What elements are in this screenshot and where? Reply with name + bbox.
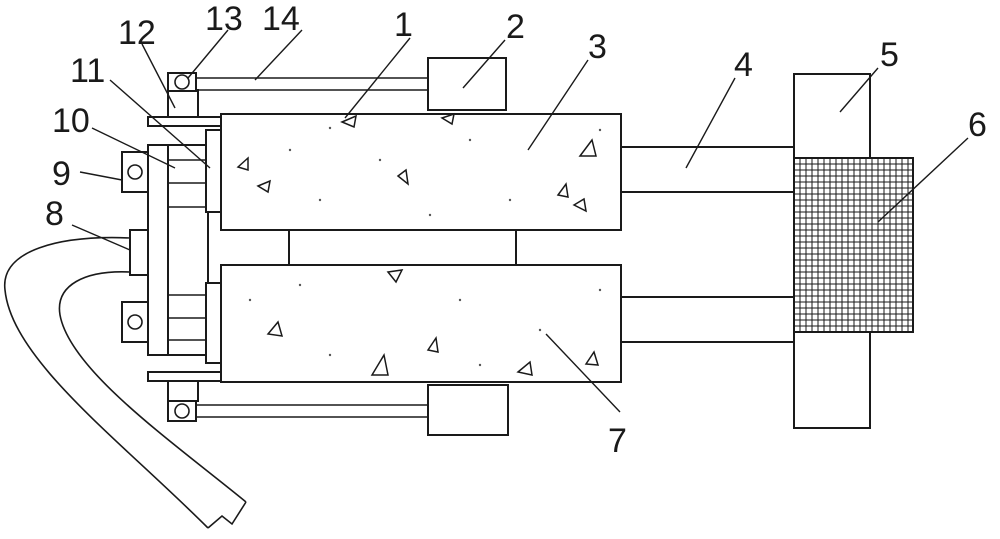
hose-inner-edge: [58, 271, 247, 503]
grain: [340, 114, 357, 129]
grain-dot: [298, 283, 302, 287]
callout-1: 1: [394, 6, 413, 44]
guide-frame: [167, 144, 209, 356]
grain: [584, 350, 600, 366]
grain: [236, 156, 249, 172]
callout-2: 2: [506, 8, 525, 46]
grain-dot: [328, 353, 332, 357]
body-connector-left: [288, 229, 517, 266]
grain-dot: [318, 198, 322, 202]
callout-7: 7: [608, 422, 627, 460]
leader-6: [877, 137, 969, 223]
hose-cut-end: [207, 501, 247, 529]
grain-dot: [428, 213, 432, 217]
grain-dot: [328, 126, 332, 130]
grain: [370, 352, 389, 376]
leader-7: [545, 333, 621, 413]
leader-9: [79, 171, 123, 181]
grain-dot: [478, 363, 482, 367]
lower-body: [220, 264, 622, 383]
leader-8: [71, 224, 131, 251]
leader-11: [109, 79, 211, 169]
grain: [572, 197, 587, 213]
callout-8: 8: [45, 195, 64, 233]
grain: [266, 320, 284, 337]
grain: [256, 179, 271, 194]
leader-3: [527, 59, 589, 151]
grain-dot: [598, 128, 602, 132]
bearing-block-lower: [121, 301, 149, 343]
grain-dot: [378, 158, 382, 162]
upper-body: [220, 113, 622, 231]
mounting-plate: [147, 144, 169, 356]
shaft-upper: [620, 146, 797, 193]
callout-5: 5: [880, 36, 899, 74]
pulley-lower: [174, 403, 190, 419]
support-plate-lower: [147, 371, 223, 382]
grain: [396, 168, 410, 186]
leader-4: [685, 77, 736, 169]
pulley-block-lower: [167, 400, 197, 422]
grain-dot: [288, 148, 292, 152]
callout-10: 10: [52, 102, 90, 140]
leader-12: [141, 43, 176, 109]
shaft-lower: [620, 296, 797, 343]
callout-14: 14: [262, 0, 300, 38]
grain: [516, 360, 533, 376]
leader-5: [839, 67, 879, 113]
leader-2: [462, 39, 506, 89]
callout-12: 12: [118, 14, 156, 52]
motor-lower: [427, 384, 509, 436]
leader-14: [254, 29, 303, 81]
grain-dot: [248, 298, 252, 302]
mesh-grid: [794, 158, 913, 332]
grain: [426, 335, 439, 353]
leader-1: [344, 37, 411, 119]
bearing-block-upper: [121, 151, 149, 193]
bracket-lower: [167, 380, 199, 402]
support-plate-upper: [147, 116, 223, 127]
leader-13: [187, 29, 229, 79]
grain-dot: [508, 198, 512, 202]
grain-dot: [598, 288, 602, 292]
bearing-ring-upper: [127, 164, 143, 180]
grain-dot: [458, 298, 462, 302]
grain-dot: [468, 138, 472, 142]
hose: [4, 236, 209, 529]
grain: [440, 112, 455, 126]
grain-dot: [538, 328, 542, 332]
callout-9: 9: [52, 155, 71, 193]
grain: [556, 182, 569, 198]
pulley-upper: [174, 74, 190, 90]
grain: [578, 138, 597, 157]
callout-3: 3: [588, 28, 607, 66]
callout-13: 13: [205, 0, 243, 38]
grain: [386, 269, 404, 284]
hose-connector: [129, 229, 149, 276]
callout-6: 6: [968, 106, 987, 144]
bearing-ring-lower: [127, 314, 143, 330]
leader-10: [91, 127, 176, 169]
callout-11: 11: [70, 52, 105, 90]
callout-4: 4: [734, 46, 753, 84]
